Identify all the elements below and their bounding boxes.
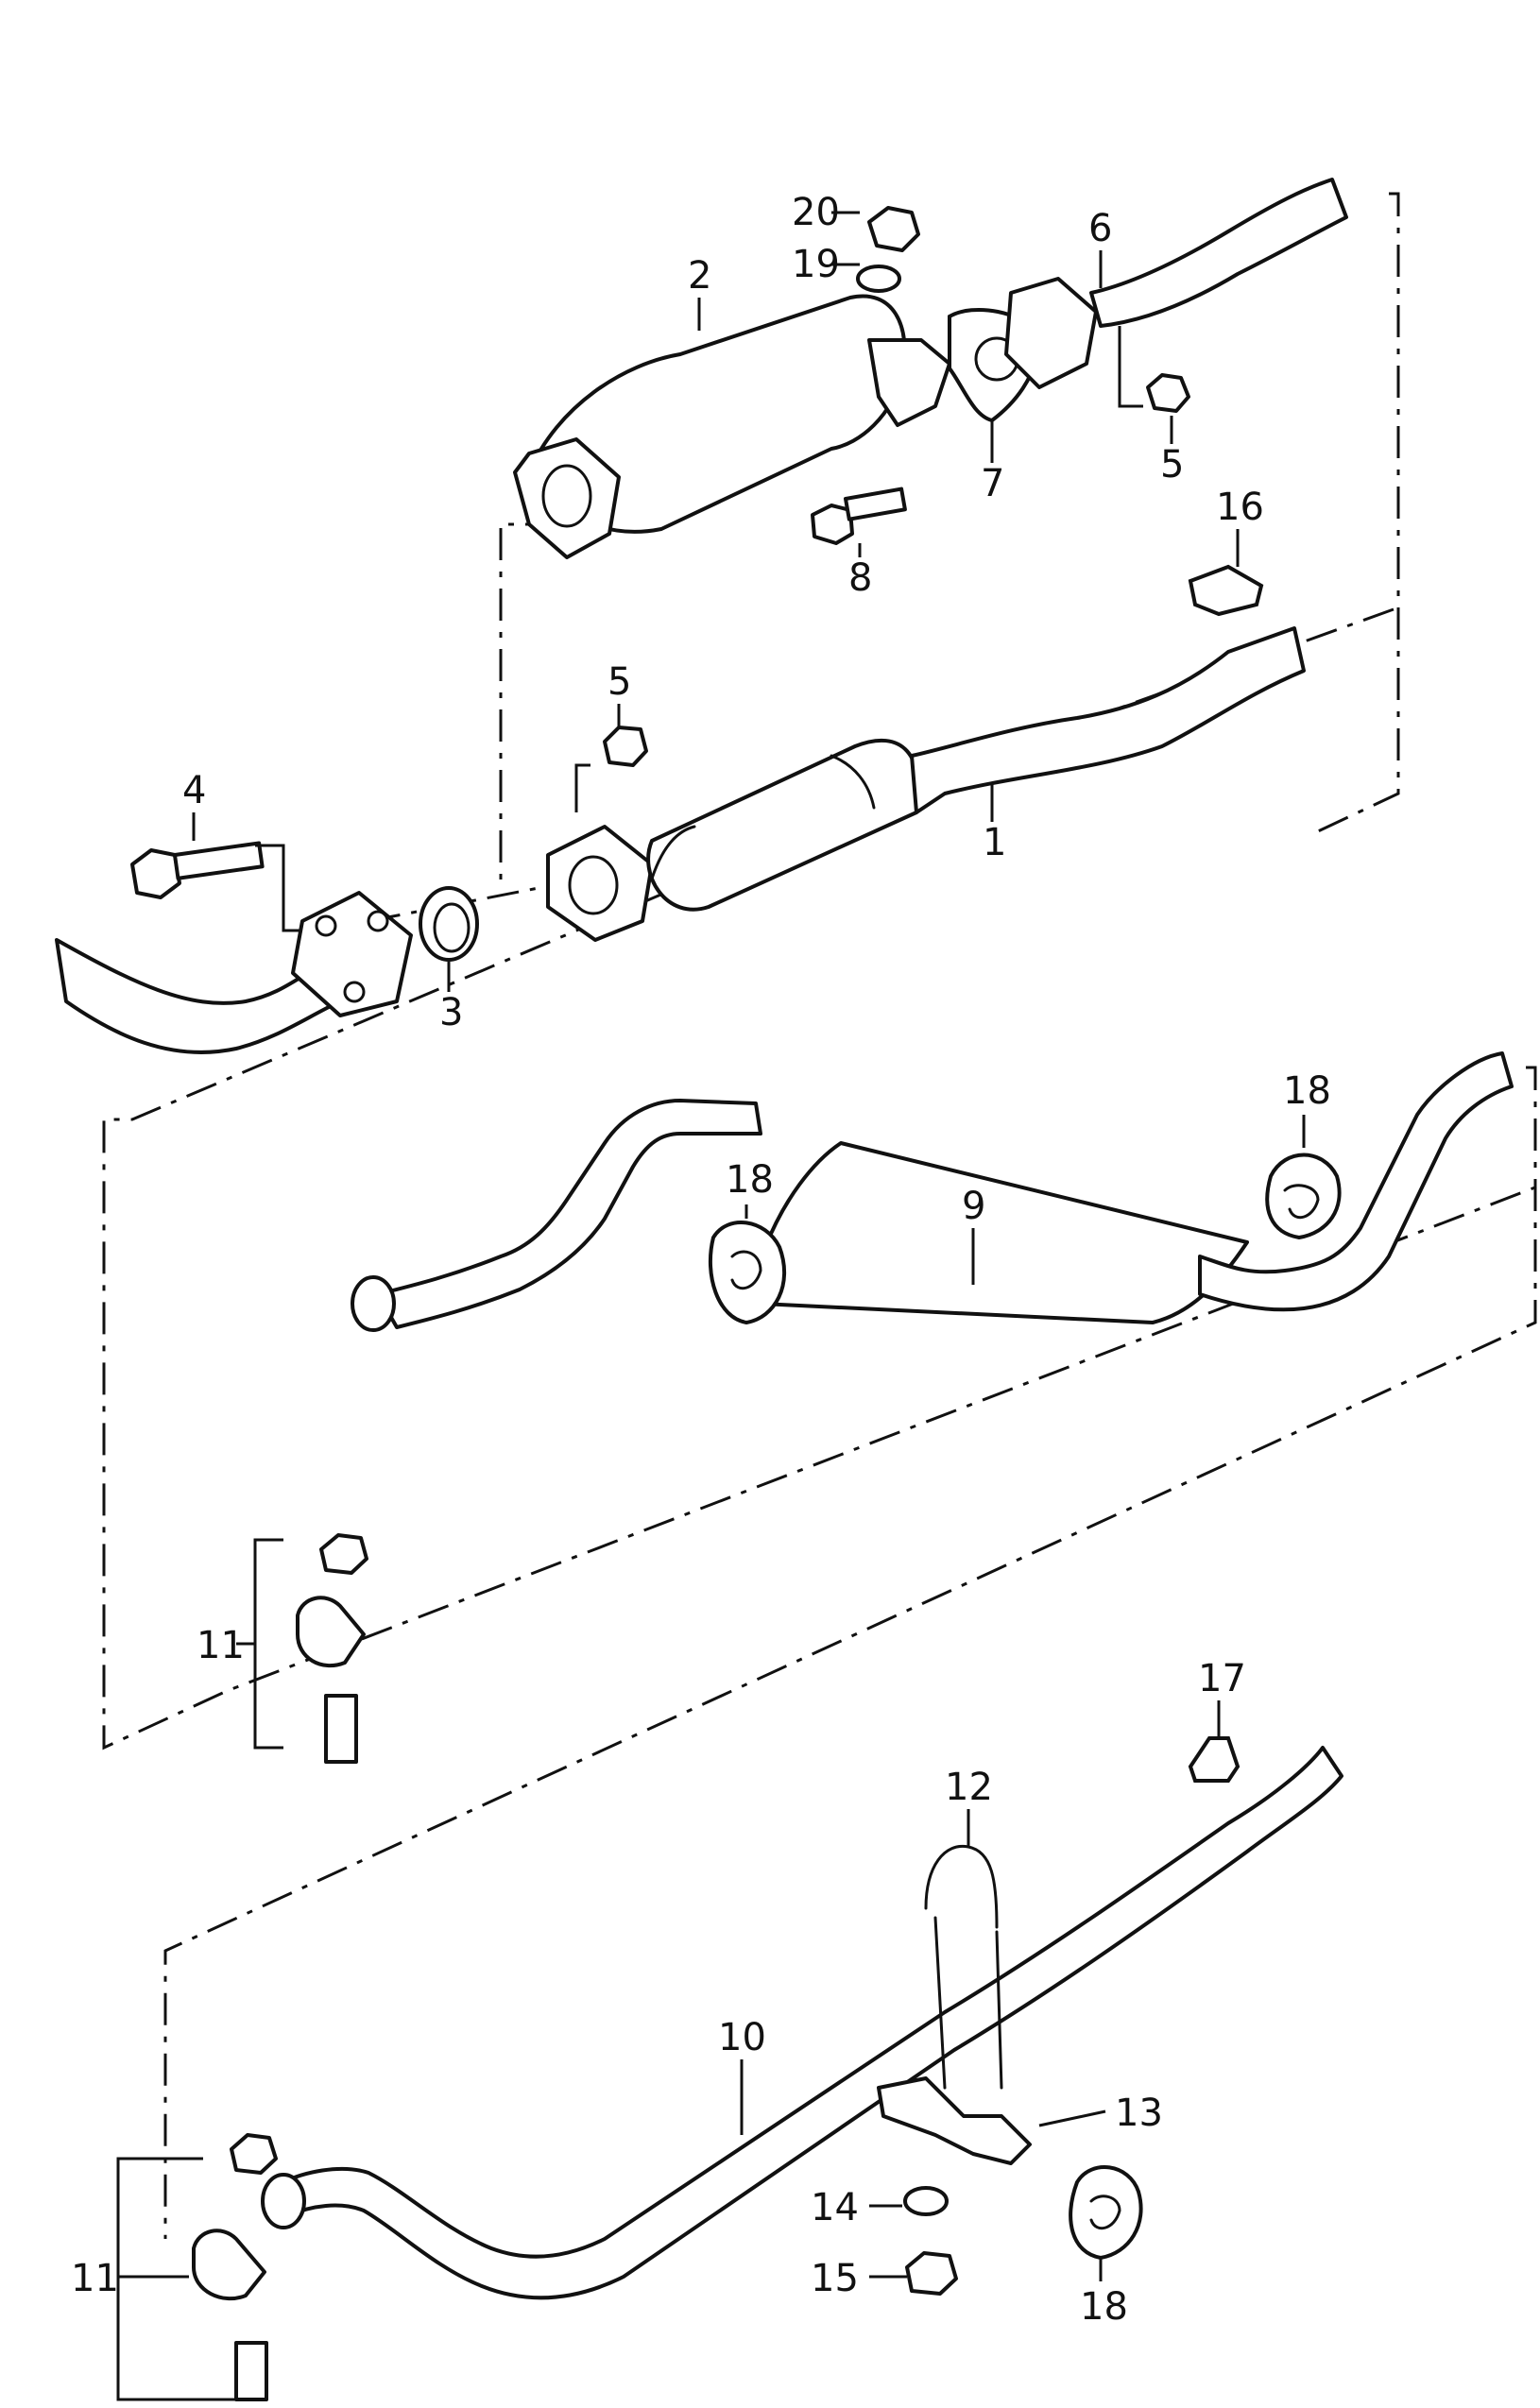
callout-labels: 20 19 2 6 7 5 16 8 5 4 1 3 18 18 9 11 17…	[71, 191, 1331, 2329]
callout-12: 12	[945, 1766, 993, 1809]
washer-14	[903, 2186, 949, 2216]
callout-6: 6	[1088, 207, 1112, 250]
nut-5-upper	[1146, 373, 1190, 413]
nut-15	[905, 2251, 958, 2296]
washer-19	[856, 265, 901, 293]
callout-18-c: 18	[1080, 2285, 1128, 2329]
callout-11-upper: 11	[197, 1624, 245, 1667]
clip-16	[1188, 564, 1264, 617]
muffler-1	[646, 626, 1306, 912]
nut-5-lower	[574, 726, 648, 812]
callout-2: 2	[688, 254, 711, 298]
front-pipe	[55, 891, 413, 1054]
rubber-hanger-18-b	[1265, 1153, 1342, 1240]
callout-16: 16	[1216, 486, 1264, 529]
pipe-6	[1004, 178, 1348, 408]
clamp-set-11-upper	[236, 1533, 368, 1764]
nut-20	[867, 206, 920, 252]
callout-20: 20	[792, 191, 840, 234]
callout-19: 19	[792, 243, 840, 286]
buffer-17	[1188, 1736, 1241, 1783]
bolt-4	[130, 841, 302, 932]
callout-5-lower: 5	[607, 660, 631, 704]
rear-muffler-9	[351, 1051, 1514, 1332]
catalytic-converter-2	[513, 294, 951, 559]
callout-3: 3	[439, 991, 463, 1034]
callout-10: 10	[718, 2016, 766, 2059]
tail-pipe-10	[261, 1746, 1343, 2300]
callout-18-b: 18	[1283, 1069, 1331, 1113]
callout-8: 8	[848, 556, 872, 600]
callout-18-a: 18	[726, 1158, 774, 1202]
clamp-set-11-lower	[116, 2133, 278, 2401]
leader-lines	[192, 211, 1306, 2281]
rubber-hanger-18-a	[708, 1221, 786, 1325]
callout-9: 9	[962, 1185, 985, 1228]
callout-4: 4	[182, 769, 206, 812]
rubber-hanger-18-c	[1069, 2165, 1143, 2261]
callout-15: 15	[811, 2257, 859, 2300]
callout-11-lower: 11	[71, 2257, 119, 2300]
callout-13: 13	[1115, 2092, 1163, 2135]
flange-1	[546, 825, 654, 942]
callout-1: 1	[983, 821, 1006, 864]
mount-13	[877, 2076, 1032, 2165]
seal-ring-3	[419, 886, 479, 962]
callout-5-upper: 5	[1160, 443, 1184, 487]
bolt-8	[811, 487, 907, 545]
callout-14: 14	[811, 2186, 859, 2229]
callout-17: 17	[1198, 1657, 1246, 1700]
callout-7: 7	[981, 462, 1004, 505]
